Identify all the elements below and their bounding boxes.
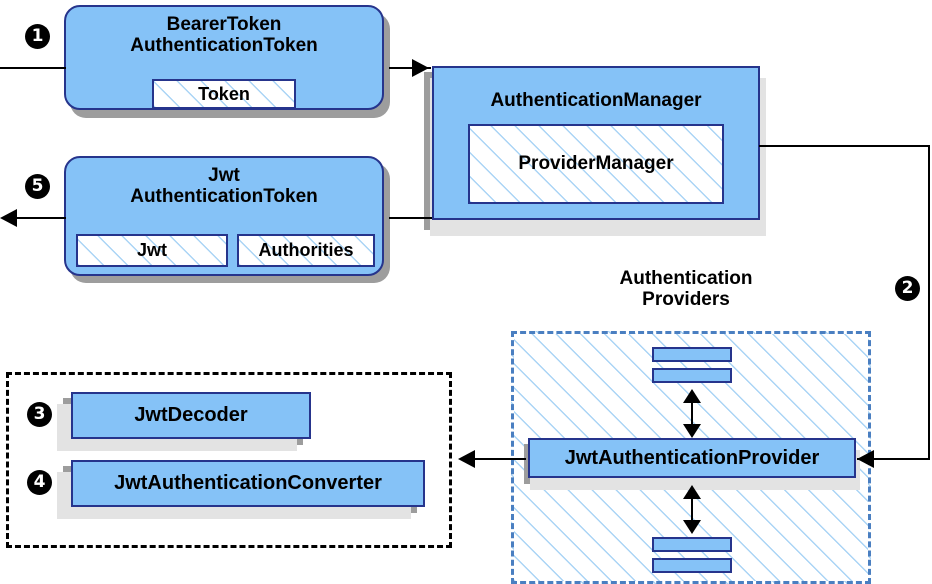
authentication-providers-caption: Authentication Providers <box>566 268 806 311</box>
arrowhead-provider-bottom-down <box>683 520 701 534</box>
arrowhead-into-provider <box>857 450 874 468</box>
provider-placeholder-bottom-1 <box>652 537 732 552</box>
arrowhead-provider-top-down <box>683 424 701 438</box>
provider-placeholder-top-2 <box>652 368 732 383</box>
connector-provider-top <box>691 393 693 435</box>
jwt-decoder-label: JwtDecoder <box>134 404 248 427</box>
badge-4: 4 <box>27 470 52 495</box>
badge-5: 5 <box>25 174 50 199</box>
connector-manager-to-jwttoken <box>389 217 432 219</box>
authentication-manager-title: AuthenticationManager <box>490 90 702 111</box>
jwt-token-inner-authorities: Authorities <box>237 234 375 267</box>
jwt-authentication-converter-label: JwtAuthenticationConverter <box>114 472 382 495</box>
jwt-token-inner-jwt-label: Jwt <box>136 240 167 260</box>
provider-manager-label: ProviderManager <box>518 153 674 174</box>
connector-request-in <box>0 67 66 69</box>
provider-placeholder-top-1 <box>652 347 732 362</box>
jwt-authentication-provider-label: JwtAuthenticationProvider <box>564 446 820 469</box>
badge-1: 1 <box>25 24 50 49</box>
arrowhead-provider-bottom-up <box>683 485 701 499</box>
bearer-token-inner-label: Token <box>198 83 250 104</box>
jwt-authentication-converter-node[interactable]: JwtAuthenticationConverter <box>71 460 425 507</box>
bearer-token-line2: AuthenticationToken <box>130 35 318 57</box>
jwt-decoder-node[interactable]: JwtDecoder <box>71 392 311 439</box>
bearer-token-line1: BearerToken <box>166 14 282 35</box>
connector-provider-bottom <box>691 489 693 531</box>
connector-down-to-providers <box>928 145 930 459</box>
connector-into-provider <box>857 458 930 460</box>
provider-placeholder-bottom-2 <box>652 558 732 573</box>
connector-response-out <box>17 217 66 219</box>
arrowhead-provider-top-up <box>683 389 701 403</box>
connector-provider-to-helpers <box>466 458 526 460</box>
jwt-helpers-container <box>6 372 452 548</box>
jwt-token-inner-authorities-label: Authorities <box>258 240 354 260</box>
connector-manager-right <box>759 145 930 147</box>
arrowhead-response-out <box>0 209 17 227</box>
connector-bearer-to-manager <box>389 67 431 69</box>
arrowhead-into-manager <box>412 59 429 77</box>
badge-2: 2 <box>895 276 920 301</box>
badge-3: 3 <box>27 402 52 427</box>
authentication-providers-caption-line1: Authentication <box>619 268 753 289</box>
bearer-token-inner-token: Token <box>152 79 296 109</box>
jwt-authentication-provider-node[interactable]: JwtAuthenticationProvider <box>528 438 856 478</box>
jwt-token-inner-jwt: Jwt <box>76 234 228 267</box>
authentication-providers-caption-line2: Providers <box>642 289 730 311</box>
provider-manager-box: ProviderManager <box>468 124 724 204</box>
jwt-token-line1: Jwt <box>208 165 240 186</box>
arrowhead-into-helpers <box>458 450 475 468</box>
jwt-token-line2: AuthenticationToken <box>130 186 318 208</box>
